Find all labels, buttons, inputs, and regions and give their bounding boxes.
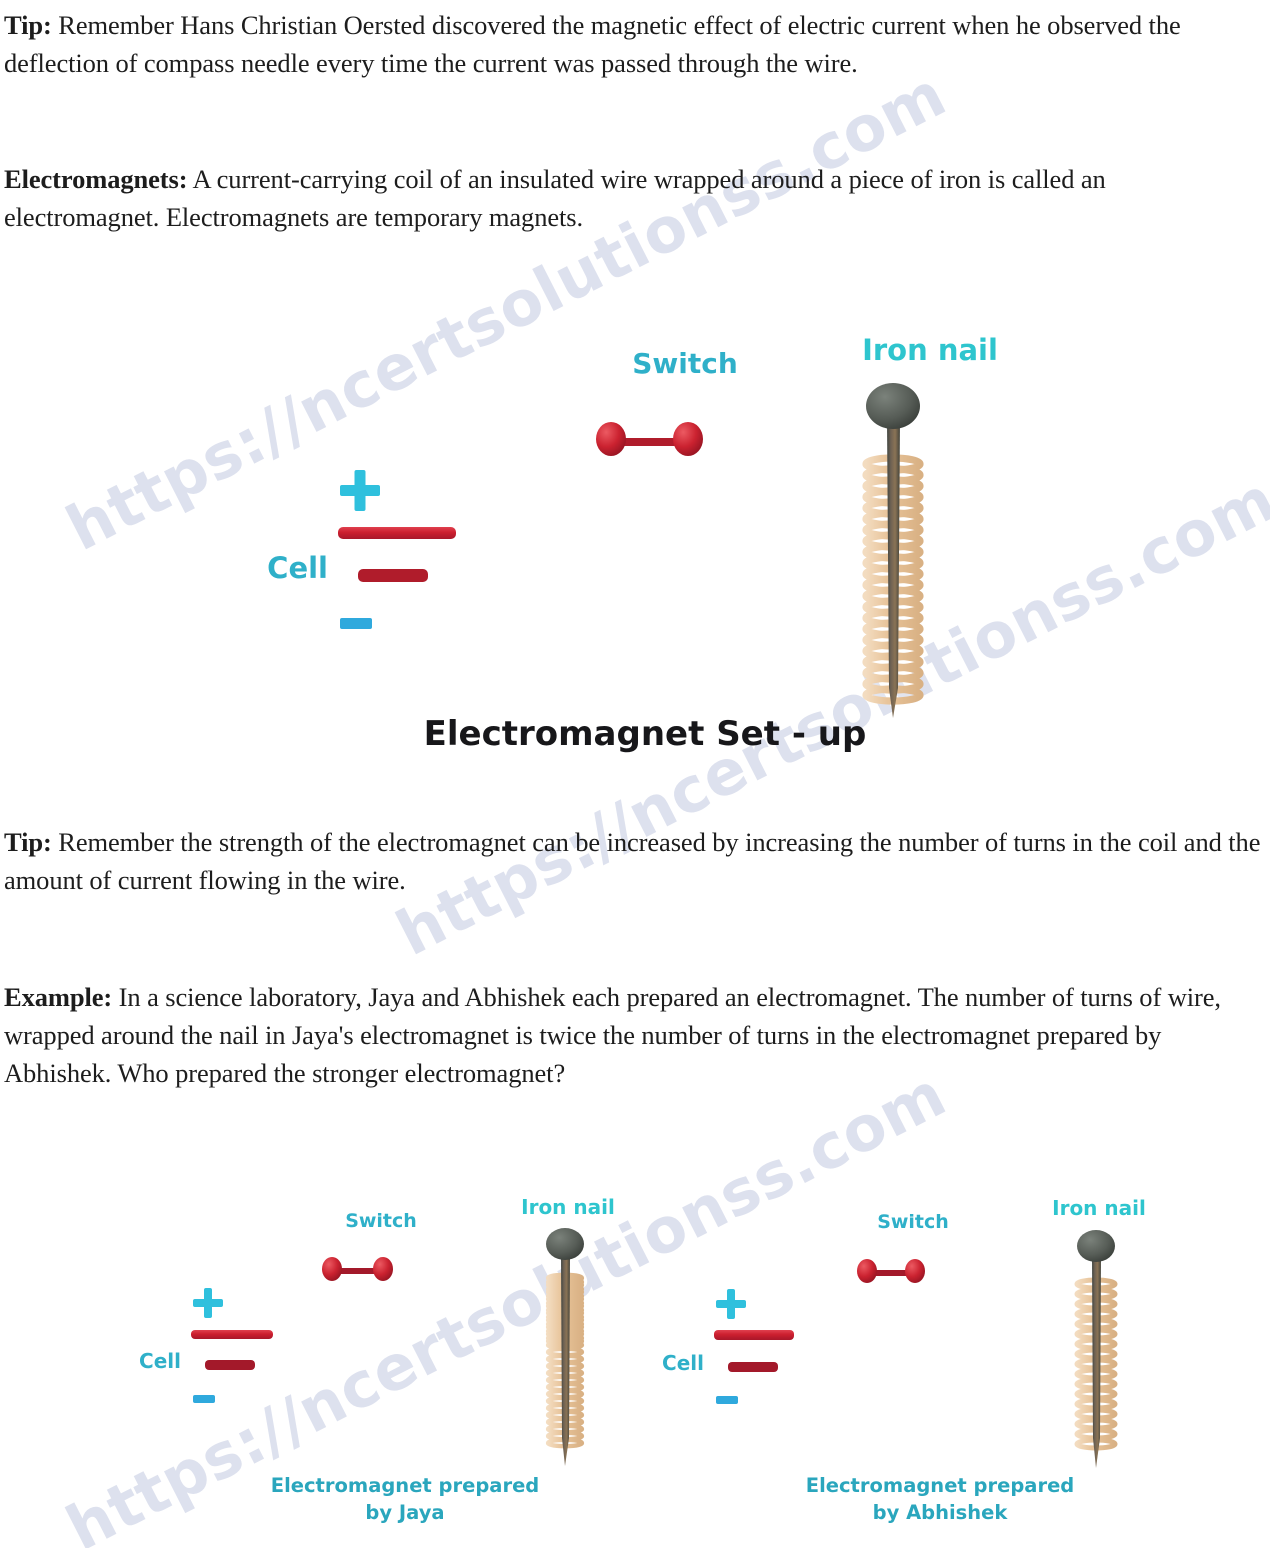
iron-nail-jaya [546, 1228, 584, 1466]
nail-shaft [887, 418, 900, 718]
cell-positive-plate [191, 1330, 273, 1339]
electromagnets-label: Electromagnets: [4, 164, 188, 194]
tip-2-body: Remember the strength of the electromagn… [4, 827, 1261, 895]
tip-1-body: Remember Hans Christian Oersted discover… [4, 10, 1181, 78]
switch-contact-left [857, 1259, 877, 1283]
tip-1-label: Tip: [4, 10, 52, 40]
nail-shaft [1092, 1254, 1101, 1468]
paragraph-tip-2: Tip: Remember the strength of the electr… [4, 823, 1264, 899]
caption-line-1: Electromagnet prepared [805, 1474, 1075, 1497]
figure-electromagnet-abhishek: Switch Iron nail Cell Electromagnet prep… [640, 1180, 1240, 1548]
figure-jaya-caption: Electromagnet prepared by Jaya [105, 1472, 705, 1526]
cell-polarity-marks-jaya [193, 1288, 223, 1403]
switch-contact-right [905, 1259, 925, 1283]
electromagnets-body: A current-carrying coil of an insulated … [4, 164, 1106, 232]
cell-label: Cell [267, 551, 328, 585]
iron-nail-abhishek [1077, 1230, 1115, 1468]
nail-shaft [561, 1252, 570, 1466]
figure-abhishek-caption: Electromagnet prepared by Abhishek [640, 1472, 1240, 1526]
cell-negative-plate [358, 569, 428, 582]
cell-positive-plate [338, 527, 456, 539]
switch-contact-left [322, 1257, 342, 1281]
figure-main-caption: Electromagnet Set - up [423, 714, 867, 754]
circuit-wires [384, 432, 896, 676]
figure-comparison-row: Switch Iron nail Cell Electromagnet prep… [0, 1180, 1270, 1548]
minus-icon [193, 1395, 215, 1403]
iron-nail-label: Iron nail [1052, 1196, 1146, 1220]
switch-contact-right [373, 1257, 393, 1281]
nail-head [1077, 1230, 1115, 1262]
switch-label: Switch [877, 1211, 949, 1233]
cell-symbol [338, 527, 456, 582]
minus-icon [340, 618, 372, 629]
paragraph-electromagnets: Electromagnets: A current-carrying coil … [4, 160, 1262, 236]
cell-negative-plate [728, 1362, 778, 1372]
iron-nail-label: Iron nail [862, 333, 998, 367]
electromagnet-jaya-svg: Switch Iron nail Cell [139, 1195, 615, 1466]
cell-positive-plate [714, 1330, 794, 1340]
circuit-wires-jaya [223, 1264, 567, 1432]
electromagnet-setup-svg: Switch Iron nail Cell [267, 333, 998, 718]
electromagnet-abhishek-svg: Switch Iron nail Cell [662, 1196, 1146, 1468]
iron-nail-label: Iron nail [521, 1195, 615, 1219]
switch-symbol [596, 422, 703, 456]
figure-electromagnet-setup: Switch Iron nail Cell Electromagnet Set … [230, 318, 1060, 768]
circuit-wires-abhishek [746, 1266, 1096, 1434]
tip-2-label: Tip: [4, 827, 52, 857]
cell-polarity-marks-abhishek [716, 1289, 746, 1404]
switch-label: Switch [632, 347, 738, 380]
switch-contact-right [673, 422, 703, 456]
nail-head [866, 383, 920, 429]
caption-line-2: by Jaya [365, 1501, 445, 1524]
iron-nail [866, 383, 920, 718]
caption-line-2: by Abhishek [872, 1501, 1008, 1524]
paragraph-tip-1: Tip: Remember Hans Christian Oersted dis… [4, 6, 1266, 82]
nail-head [546, 1228, 584, 1260]
example-label: Example: [4, 982, 113, 1012]
switch-symbol-abhishek [857, 1259, 925, 1283]
paragraph-example: Example: In a science laboratory, Jaya a… [4, 978, 1262, 1092]
caption-line-1: Electromagnet prepared [270, 1474, 540, 1497]
cell-symbol-jaya [191, 1330, 273, 1370]
cell-symbol-abhishek [714, 1330, 794, 1372]
switch-contact-left [596, 422, 626, 456]
cell-label: Cell [139, 1349, 181, 1373]
switch-symbol-jaya [322, 1257, 393, 1281]
example-body: In a science laboratory, Jaya and Abhish… [4, 982, 1221, 1088]
cell-polarity-marks [340, 470, 380, 629]
cell-label: Cell [662, 1351, 704, 1375]
minus-icon [716, 1396, 738, 1404]
cell-negative-plate [205, 1360, 255, 1370]
figure-electromagnet-jaya: Switch Iron nail Cell Electromagnet prep… [105, 1180, 705, 1548]
switch-label: Switch [345, 1210, 417, 1232]
